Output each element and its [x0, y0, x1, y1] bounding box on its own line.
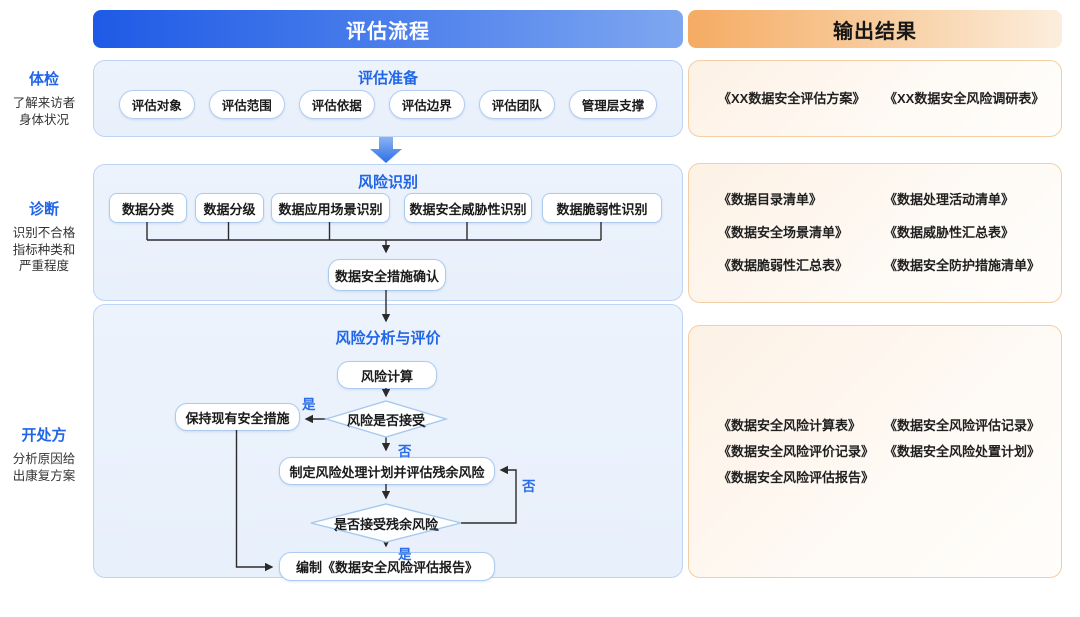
decision-residual-risk-acceptable-label: 是否接受残余风险	[333, 516, 438, 532]
box-keep-existing-measures: 保持现有安全措施	[175, 403, 300, 431]
section-title: 风险分析与评价	[335, 330, 441, 347]
stage-title: 开处方	[21, 427, 67, 444]
output-document	[884, 468, 1061, 488]
box-vulnerability-identification: 数据脆弱性识别	[542, 193, 662, 223]
stage-diagnosis: 诊断 识别不合格 指标种类和 严重程度	[0, 198, 88, 275]
output-document: 《XX数据安全风险调研表》	[884, 90, 1045, 106]
box-risk-calculation: 风险计算	[337, 361, 437, 389]
pill-assessment-boundary: 评估边界	[388, 90, 465, 119]
pill-assessment-object: 评估对象	[118, 90, 195, 119]
output-document: 《数据安全风险评价记录》	[718, 443, 875, 459]
output-document: 《XX数据安全评估方案》	[718, 90, 866, 106]
stage-prescription: 开处方 分析原因给 出康复方案	[0, 424, 88, 484]
stage-description: 识别不合格 指标种类和 严重程度	[12, 226, 76, 273]
output-box-analysis: 《数据安全风险计算表》 《数据安全风险评估记录》 《数据安全风险评价记录》 《数…	[688, 325, 1062, 578]
output-box-preparation: 《XX数据安全评估方案》 《XX数据安全风险调研表》	[688, 60, 1062, 137]
box-application-scenario-identification: 数据应用场景识别	[271, 193, 390, 223]
output-document: 《数据安全风险处置计划》	[884, 443, 1041, 459]
big-down-arrow-icon	[370, 137, 402, 163]
output-row: 《数据安全风险评估报告》	[689, 468, 1061, 488]
box-data-grading: 数据分级	[195, 193, 264, 223]
output-column-header: 输出结果	[688, 10, 1062, 48]
section-risk-identification: 风险识别 数据分类 数据分级 数据应用场景识别 数据安全威胁性识别 数据脆弱性识…	[93, 164, 683, 301]
label-no: 否	[522, 479, 536, 494]
output-document: 《数据安全风险评估报告》	[718, 469, 875, 485]
pill-assessment-team: 评估团队	[478, 90, 555, 119]
output-document: 《数据安全风险计算表》	[718, 417, 862, 433]
label-yes: 是	[398, 547, 412, 562]
preparation-items: 评估对象 评估范围 评估依据 评估边界 评估团队 管理层支撑	[94, 90, 682, 119]
section-title: 风险识别	[357, 174, 418, 191]
output-document: 《数据安全风险评估记录》	[884, 417, 1041, 433]
label-yes: 是	[302, 397, 316, 412]
box-risk-treatment-plan: 制定风险处理计划并评估残余风险	[279, 457, 495, 485]
box-security-threat-identification: 数据安全威胁性识别	[404, 193, 532, 223]
label-no: 否	[398, 444, 412, 459]
process-column-header: 评估流程	[93, 10, 683, 48]
output-row: 《数据安全风险计算表》 《数据安全风险评估记录》	[689, 416, 1061, 436]
stage-description: 了解来访者 身体状况	[12, 96, 76, 127]
decision-risk-acceptable-label: 风险是否接受	[346, 412, 425, 428]
pill-management-support: 管理层支撑	[568, 90, 658, 119]
output-document: 《数据安全防护措施清单》	[884, 258, 1041, 273]
box-data-classification: 数据分类	[109, 193, 187, 223]
output-document: 《数据安全场景清单》	[718, 225, 849, 240]
output-document: 《数据目录清单》	[718, 192, 823, 207]
stage-title: 体检	[28, 71, 59, 88]
output-row: 《XX数据安全评估方案》 《XX数据安全风险调研表》	[689, 89, 1061, 109]
stage-description: 分析原因给 出康复方案	[12, 452, 76, 483]
output-row: 《数据安全风险评价记录》 《数据安全风险处置计划》	[689, 442, 1061, 462]
output-document: 《数据处理活动清单》	[884, 192, 1015, 207]
output-document: 《数据脆弱性汇总表》	[718, 258, 849, 273]
stage-checkup: 体检 了解来访者 身体状况	[0, 68, 88, 128]
output-document: 《数据威胁性汇总表》	[884, 225, 1015, 240]
output-row: 《数据安全场景清单》 《数据威胁性汇总表》	[689, 223, 1061, 243]
output-box-identification: 《数据目录清单》 《数据处理活动清单》 《数据安全场景清单》 《数据威胁性汇总表…	[688, 163, 1062, 303]
stage-title: 诊断	[28, 201, 59, 218]
section-assessment-preparation: 评估准备 评估对象 评估范围 评估依据 评估边界 评估团队 管理层支撑	[93, 60, 683, 137]
pill-assessment-basis: 评估依据	[298, 90, 375, 119]
output-row: 《数据脆弱性汇总表》 《数据安全防护措施清单》	[689, 256, 1061, 276]
pill-assessment-scope: 评估范围	[208, 90, 285, 119]
section-title: 评估准备	[357, 70, 418, 87]
output-row: 《数据目录清单》 《数据处理活动清单》	[689, 190, 1061, 210]
box-compile-assessment-report: 编制《数据安全风险评估报告》	[279, 552, 495, 581]
box-security-measures-confirmation: 数据安全措施确认	[328, 259, 446, 291]
